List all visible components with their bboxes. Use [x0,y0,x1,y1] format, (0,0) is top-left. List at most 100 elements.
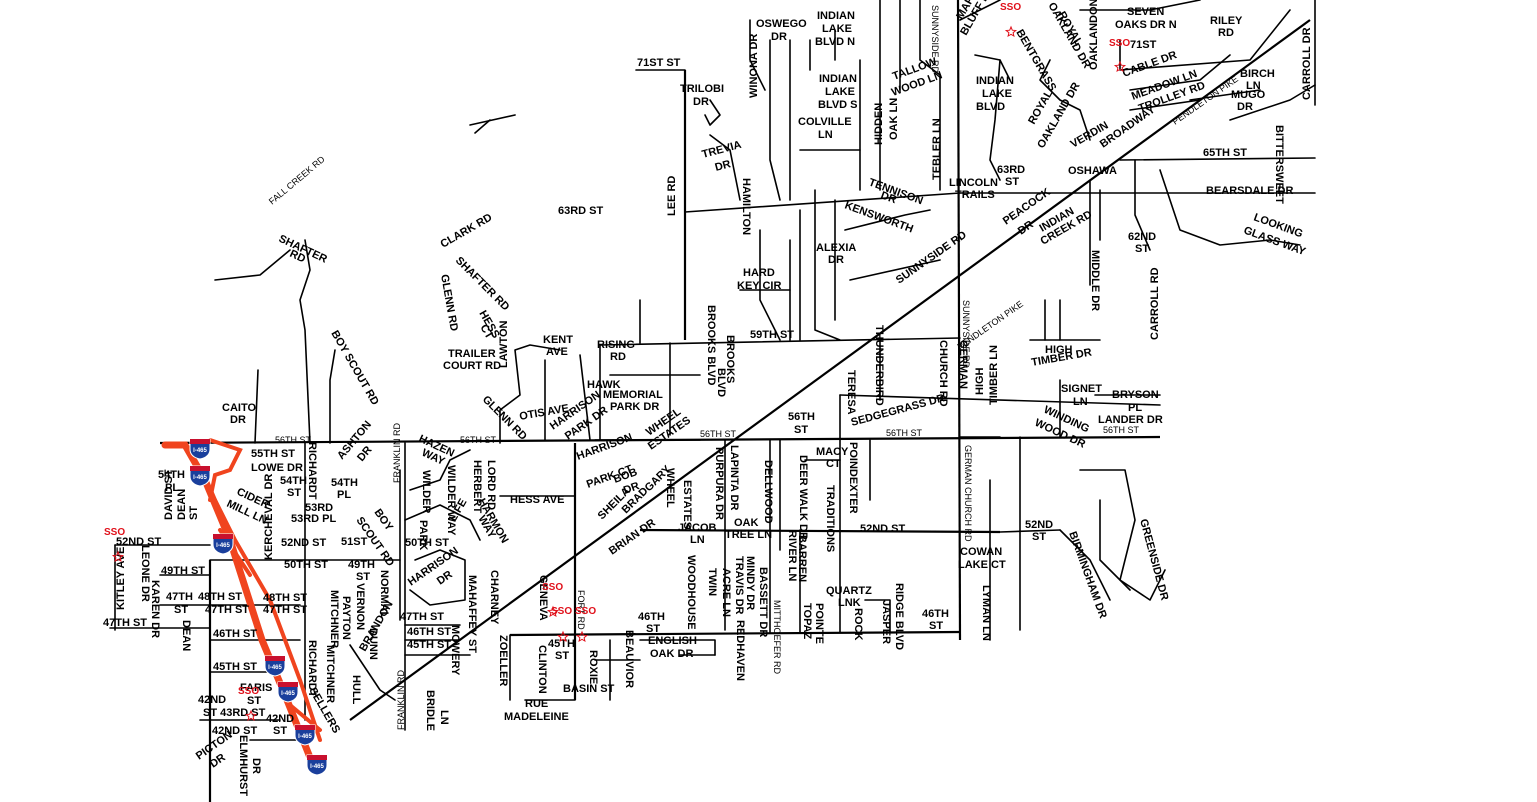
street-label: 49TH [348,559,375,571]
street-label: DAVID ST [163,469,175,520]
street-label: 49TH ST [161,565,205,577]
street-label: GERMAN CHURCH RD [963,445,973,542]
street-label: MIDDLE DR [1089,250,1101,311]
street-label: RD [610,351,626,363]
street-label: 56TH [788,411,815,423]
street-label: 53RD [305,502,333,514]
street-label: PARK [417,520,429,550]
street-label: LAKE [982,88,1012,100]
street-label: WINONA DR [748,34,760,98]
street-label: PL [337,489,351,501]
street-label: MAHAFFEY ST [466,575,478,653]
street-label: 45TH ST [213,661,257,673]
street-label: ST [1032,531,1046,543]
sso-marker-label: SSO [1000,2,1021,13]
interstate-shield-label: I-465 [268,665,282,671]
street-label: RICHARDT [306,442,318,500]
street-label: 42ND ST [212,725,258,737]
street-label: DEER WALK DR [797,455,809,540]
street-label: ST [247,695,261,707]
street-label: KITLEY AVE [115,547,127,610]
interstate-shield-icon: I-465 [306,754,328,776]
street-label: MITCHNER [324,645,336,703]
star-icon [111,550,125,563]
street-label: 52ND [1025,519,1053,531]
street-label: KENT [543,334,573,346]
street-label: CAITO [222,402,256,414]
street-label: OSWEGO [756,18,807,30]
street-label: OAKLANDON [1088,0,1100,70]
street-label: 51ST [341,536,368,548]
street-label: LAKE [822,23,852,35]
street-label: OAK DR [650,648,693,660]
street-label: RILEY [1210,15,1243,27]
street-label: ENGLISH [648,635,697,647]
street-label: BLVD N [815,36,855,48]
street-label: THUNDERBIRD [873,325,885,406]
street-label: MADELEINE [504,711,569,723]
street-label: SIGNET [1061,383,1102,395]
street-label: ZOELLER [497,635,509,686]
street-label: DR [828,254,844,266]
street-label: 52ND ST [281,537,327,549]
street-label: INDIAN [819,73,857,85]
street-label: LAPINTA DR [728,445,740,510]
street-label: KEY CIR [737,280,781,292]
street-label: PARK DR [610,401,659,413]
street-label: INDIAN [817,10,855,22]
street-label: KERCHEVAL DR [263,474,275,560]
street-label: ST [287,487,301,499]
street-label: LAWTON [498,320,510,368]
street-label: DR [250,758,262,774]
street-label: TRAILER [448,348,496,360]
street-label: LAKE [825,86,855,98]
road-network [109,0,1316,802]
street-label: BRYSON [1112,389,1159,401]
street-label: LEE RD [666,176,678,216]
street-label: BLVD [976,101,1005,113]
street-label: AVE [546,346,568,358]
street-label: COLVILLE [798,116,852,128]
street-label: 56TH ST [275,435,312,445]
interstate-shield-icon: I-465 [294,724,316,746]
street-label: FORT RD [576,590,586,630]
sunnyside-road [956,0,962,641]
street-label: TRAVIS DR [733,556,745,615]
street-label: TIMBER LN [988,345,1000,405]
interstate-shield-label: I-465 [193,448,207,454]
street-label: TRAILS [955,189,995,201]
street-label: CARROLL RD [1149,267,1161,340]
sso-marker-label: SSO [238,686,259,697]
street-label: RIVER LN [786,530,798,581]
street-label: RICHARDT [306,640,318,698]
street-label: DR [230,414,246,426]
street-label: ST [1005,176,1019,188]
street-label: ST [356,571,370,583]
interstate-shield-icon: I-465 [264,655,286,677]
street-label: BEARSDALE DR [1206,185,1293,197]
street-label: 56TH ST [700,429,737,439]
street-label: 63RD [997,164,1025,176]
street-label: 52ND ST [116,536,162,548]
street-label: HIDDEN [873,103,885,145]
sso-marker-label: SSO [1109,38,1130,49]
street-label: WOODHOUSE [685,555,697,630]
street-label: BITTERSWEET [1273,125,1285,204]
street-label: HARD [743,267,775,279]
street-label: ST [794,424,808,436]
street-label: BLVD S [818,99,858,111]
street-label: TRADITIONS [824,485,836,552]
street-label: 50TH ST [405,537,449,549]
street-label: FRANKLIN RD [396,669,406,730]
street-label: ALEXIA [816,242,856,254]
interstate-shield-icon: I-465 [189,438,211,460]
street-label: ST [929,620,943,632]
street-label: 71ST ST [637,57,681,69]
street-label: BROOKS BLVD [705,305,717,386]
street-label: FRANKLIN RD [392,422,402,483]
interstate-shield-label: I-465 [193,475,207,481]
sso-marker-label: SSO [542,582,563,593]
